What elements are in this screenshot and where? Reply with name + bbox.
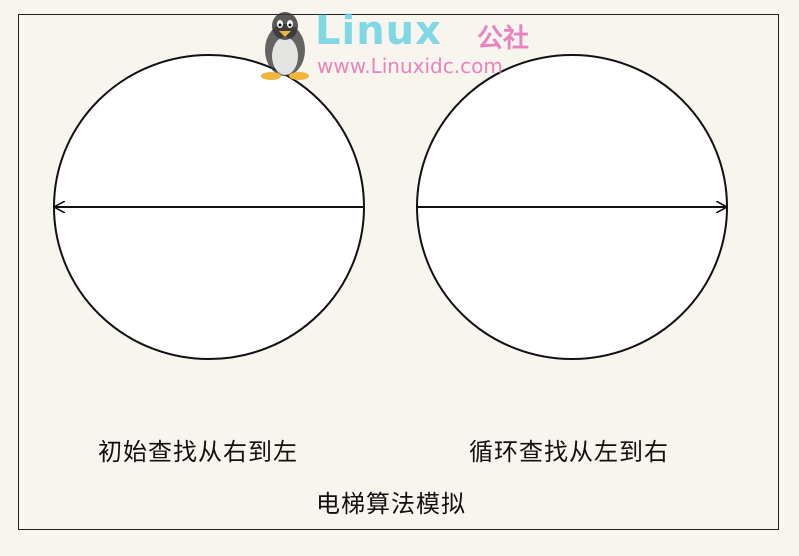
right-disk-caption: 循环查找从左到右	[469, 438, 669, 466]
diagram-title: 电梯算法模拟	[316, 490, 466, 518]
diagram-frame	[18, 14, 779, 530]
right-disk	[416, 54, 728, 360]
left-disk-caption: 初始查找从右到左	[98, 438, 298, 466]
left-disk	[53, 54, 365, 360]
